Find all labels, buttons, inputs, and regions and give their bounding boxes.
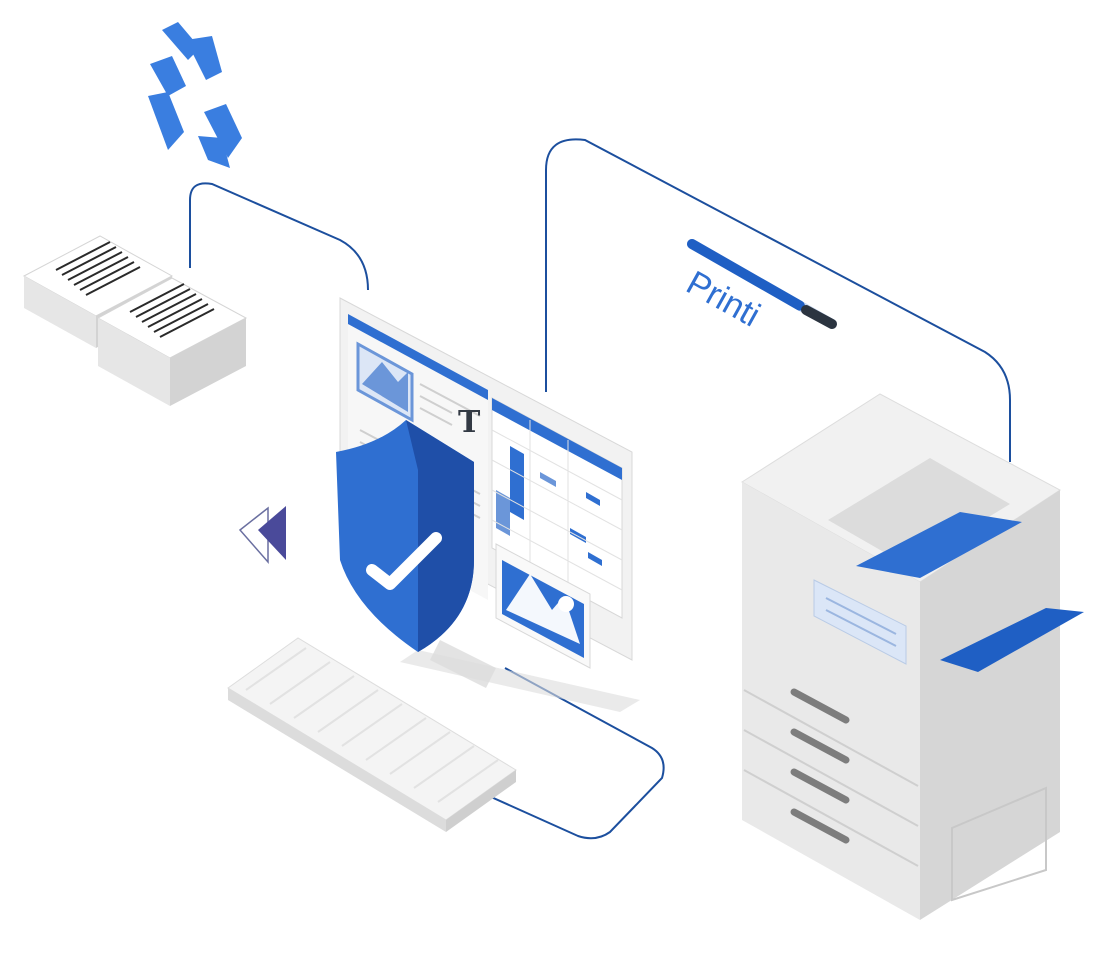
- output-tray-side: [940, 608, 1084, 672]
- recycle-icon: [148, 22, 242, 168]
- progress-end: [801, 305, 837, 329]
- output-tray-top: [856, 512, 1022, 578]
- progress-fill: [687, 239, 805, 311]
- image-card: [495, 543, 591, 669]
- printer-icon: [741, 393, 1084, 920]
- keyboard-icon: [227, 637, 517, 832]
- image-icon: [356, 341, 414, 423]
- document-text-glyph: T: [458, 405, 481, 440]
- shield-check-icon: [336, 420, 474, 652]
- drawer-handles: [790, 688, 850, 844]
- control-panel: [813, 579, 907, 665]
- connection-lines: [189, 138, 1011, 840]
- progress-bar: Printi: [680, 239, 837, 335]
- back-arrow-icon: [238, 506, 286, 564]
- paper-stack-icon: [22, 235, 248, 406]
